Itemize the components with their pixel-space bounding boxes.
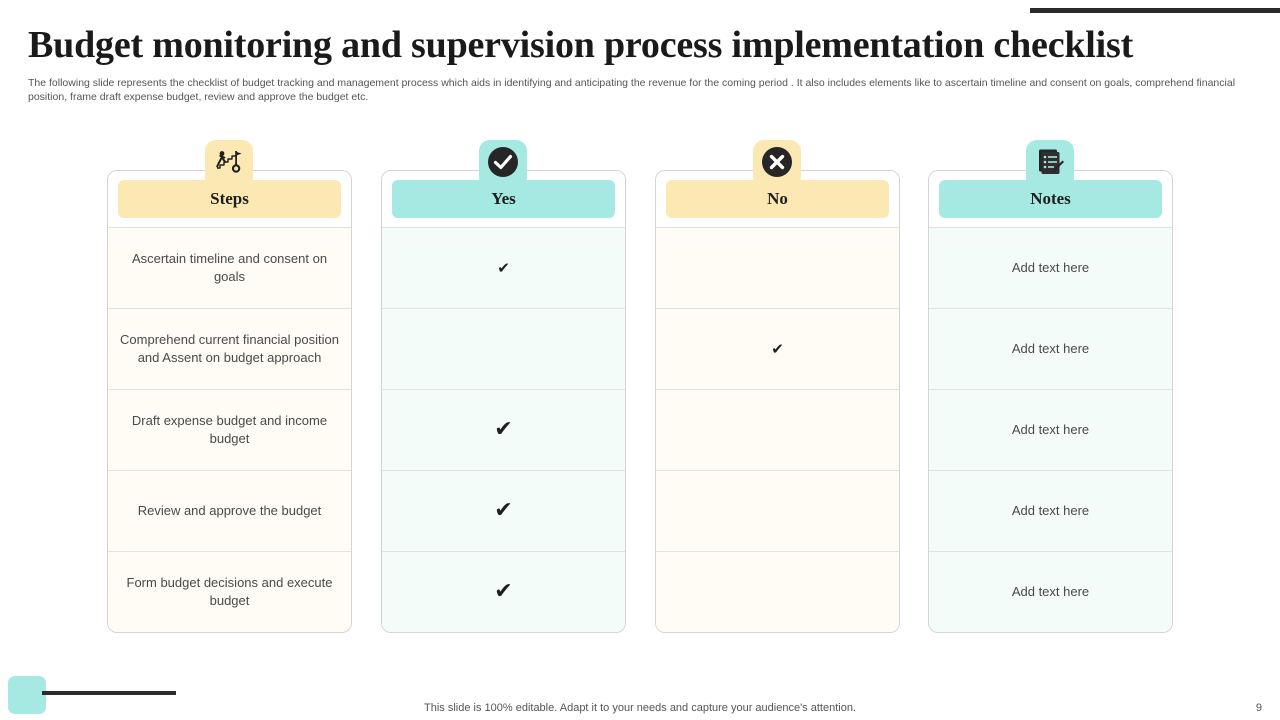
table-row[interactable]: Add text here (929, 551, 1172, 632)
table-row: Form budget decisions and execute budget (108, 551, 351, 632)
column-no: No ✔ (655, 170, 900, 633)
checklist-board: Steps Ascertain timeline and consent on … (0, 140, 1280, 665)
checkmark-icon: ✔ (494, 579, 513, 604)
table-row[interactable]: ✔ (382, 389, 625, 470)
top-accent-bar (1030, 8, 1280, 13)
table-row: Draft expense budget and income budget (108, 389, 351, 470)
table-row[interactable]: Add text here (929, 470, 1172, 551)
table-row: Ascertain timeline and consent on goals (108, 227, 351, 308)
table-row[interactable]: ✔ (656, 308, 899, 389)
page-title: Budget monitoring and supervision proces… (28, 24, 1134, 66)
footer-accent-square (8, 676, 46, 714)
column-yes: Yes ✔ ✔ ✔ ✔ (381, 170, 626, 633)
column-no-header-label: No (666, 180, 889, 218)
table-row[interactable] (656, 470, 899, 551)
checkmark-icon: ✔ (494, 498, 513, 523)
no-column-badge (753, 140, 801, 188)
footer-note: This slide is 100% editable. Adapt it to… (424, 702, 856, 714)
column-notes: Notes Add text here Add text here Add te… (928, 170, 1173, 633)
table-row[interactable]: Add text here (929, 389, 1172, 470)
goal-path-icon (214, 149, 244, 180)
checkmark-icon: ✔ (771, 340, 784, 358)
yes-column-badge (479, 140, 527, 188)
steps-column-badge (205, 140, 253, 188)
notepad-pencil-icon (1035, 147, 1065, 182)
table-row[interactable] (656, 227, 899, 308)
table-row[interactable]: ✔ (382, 551, 625, 632)
checkmark-icon: ✔ (497, 259, 510, 277)
table-row[interactable] (656, 389, 899, 470)
table-row[interactable] (382, 308, 625, 389)
table-row[interactable]: ✔ (382, 470, 625, 551)
column-steps: Steps Ascertain timeline and consent on … (107, 170, 352, 633)
table-row: Comprehend current financial position an… (108, 308, 351, 389)
table-row: Review and approve the budget (108, 470, 351, 551)
footer-accent-rule (42, 691, 176, 695)
checkmark-icon: ✔ (494, 417, 513, 442)
check-circle-icon (487, 146, 519, 183)
table-row[interactable]: Add text here (929, 227, 1172, 308)
table-row[interactable] (656, 551, 899, 632)
table-row[interactable]: Add text here (929, 308, 1172, 389)
cross-circle-icon (761, 146, 793, 183)
page-number: 9 (1255, 702, 1262, 714)
page-subtitle: The following slide represents the check… (28, 77, 1236, 103)
notes-column-badge (1026, 140, 1074, 188)
table-row[interactable]: ✔ (382, 227, 625, 308)
